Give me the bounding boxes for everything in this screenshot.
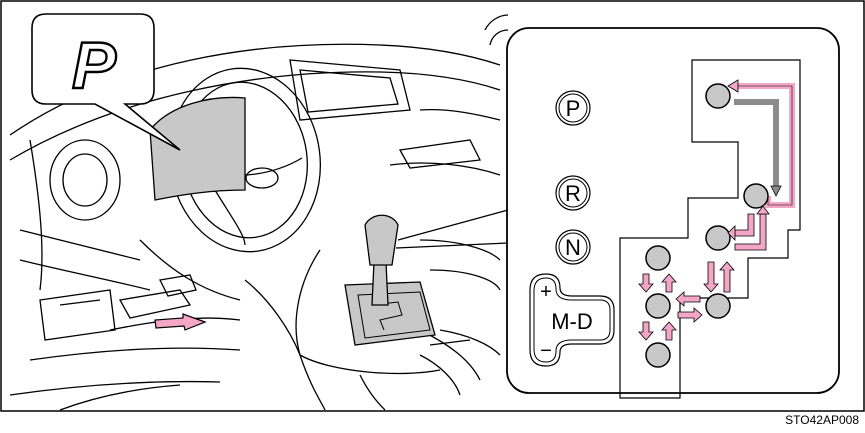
label-n: N (565, 235, 581, 260)
figure-code: STO42AP008 (785, 413, 859, 427)
label-r: R (565, 181, 581, 206)
label-p: P (566, 96, 581, 121)
gate-pos-d (706, 294, 730, 318)
gate-pos-n (706, 226, 730, 250)
gate-pos-r (744, 184, 768, 208)
press-arrow (155, 314, 205, 330)
shift-gate-plate (345, 282, 435, 345)
gate-pos-plus (646, 246, 670, 270)
gear-indicator-display: P (72, 28, 117, 102)
gate-pos-m (646, 294, 670, 318)
label-m-d: M-D (551, 309, 593, 334)
gate-pos-p (706, 84, 730, 108)
shift-lever (372, 262, 388, 305)
shift-knob (365, 215, 398, 265)
instrument-cluster (150, 97, 245, 200)
label-minus: − (540, 340, 552, 362)
label-plus: + (540, 281, 552, 303)
gate-pos-minus (646, 343, 670, 367)
